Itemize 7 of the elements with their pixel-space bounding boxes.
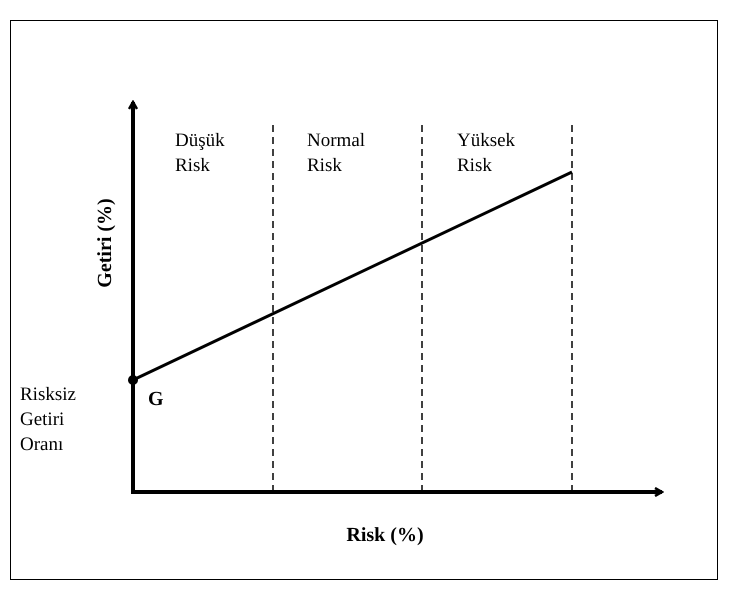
zone-label: Normal Risk (307, 129, 366, 178)
axis-title: Risk (%) (345, 523, 425, 548)
axis-note: Risksiz Getiri Oranı (20, 383, 77, 457)
axis-title: Getiri (%) (93, 197, 117, 290)
zone-label: Yüksek Risk (457, 129, 516, 178)
point-label: G (148, 387, 164, 412)
zone-label: Düşük Risk (175, 129, 226, 178)
